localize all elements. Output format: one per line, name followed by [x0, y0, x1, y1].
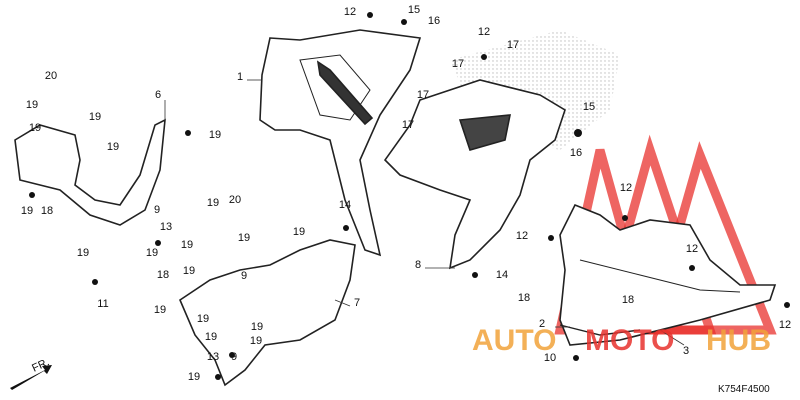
callout-c18b: 18	[157, 269, 169, 281]
callout-c20a: 20	[45, 70, 57, 82]
diagram-ref-code: K754F4500	[718, 384, 770, 395]
watermark-hub: HUB	[706, 324, 771, 357]
callout-c19r: 19	[250, 335, 262, 347]
part-upper-cowl	[259, 29, 422, 257]
watermark-auto: AUTO	[472, 324, 556, 357]
callout-c20b: 20	[229, 194, 241, 206]
callout-c19g: 19	[207, 197, 219, 209]
fasteners	[29, 12, 790, 380]
part-side-cowl	[383, 79, 566, 270]
callout-c19k: 19	[146, 247, 158, 259]
callout-c6: 6	[155, 89, 161, 101]
part-lower-bracket	[559, 324, 641, 336]
callout-c19h: 19	[293, 226, 305, 238]
callout-c19l: 19	[77, 247, 89, 259]
callout-c16b: 16	[570, 147, 582, 159]
callout-c9a: 9	[154, 204, 160, 216]
callout-c18a: 18	[41, 205, 53, 217]
watermark-moto: MOTO	[585, 324, 674, 357]
callout-c19m: 19	[183, 265, 195, 277]
callout-c13b: 13	[207, 351, 219, 363]
callout-c2: 2	[539, 318, 545, 330]
callout-c18c: 18	[518, 292, 530, 304]
callout-c12e: 12	[686, 243, 698, 255]
callout-c12a: 12	[344, 6, 356, 18]
callout-c12d: 12	[516, 230, 528, 242]
callout-c12b: 12	[478, 26, 490, 38]
callout-c16a: 16	[428, 15, 440, 27]
callout-c19q: 19	[205, 331, 217, 343]
callout-c19f: 19	[21, 205, 33, 217]
callout-c3: 3	[683, 345, 689, 357]
callout-c12f: 12	[779, 319, 791, 331]
callout-c10: 10	[544, 352, 556, 364]
callout-c11: 11	[97, 298, 108, 310]
callout-c18d: 18	[622, 294, 634, 306]
callout-c19a: 19	[26, 99, 38, 111]
callout-c19c: 19	[29, 122, 41, 134]
callout-c13a: 13	[160, 221, 172, 233]
fr-label: FR.	[30, 356, 51, 374]
callout-c14a: 14	[339, 199, 351, 211]
callout-c8: 8	[415, 259, 421, 271]
callout-c19b: 19	[89, 111, 101, 123]
callout-c19o: 19	[197, 313, 209, 325]
callout-c14b: 14	[496, 269, 508, 281]
part-lower-cowl	[559, 203, 777, 346]
callout-c15a: 15	[408, 4, 420, 16]
callout-c17c: 17	[417, 89, 429, 101]
callout-c7: 7	[354, 297, 360, 309]
part-inner-lower	[179, 239, 356, 387]
callout-c9b: 9	[241, 270, 247, 282]
front-direction-arrow: FR.	[10, 356, 52, 390]
callout-c19e: 19	[209, 129, 221, 141]
callout-c15b: 15	[583, 101, 595, 113]
callout-c19n: 19	[154, 304, 166, 316]
part-inner-left	[14, 118, 166, 226]
leader-lines	[164, 79, 685, 346]
callout-c9c: 9	[231, 351, 237, 363]
watermark-text: AUTO MOTO HUB	[472, 324, 771, 357]
callout-c17b: 17	[452, 58, 464, 70]
callout-c17d: 17	[402, 119, 414, 131]
callout-c12c: 12	[620, 182, 632, 194]
callout-c19s: 19	[188, 371, 200, 383]
callout-c19d: 19	[107, 141, 119, 153]
callout-c19j: 19	[181, 239, 193, 251]
callout-c19i: 19	[238, 232, 250, 244]
callout-c1: 1	[237, 71, 243, 83]
callout-c17a: 17	[507, 39, 519, 51]
callout-c19p: 19	[251, 321, 263, 333]
